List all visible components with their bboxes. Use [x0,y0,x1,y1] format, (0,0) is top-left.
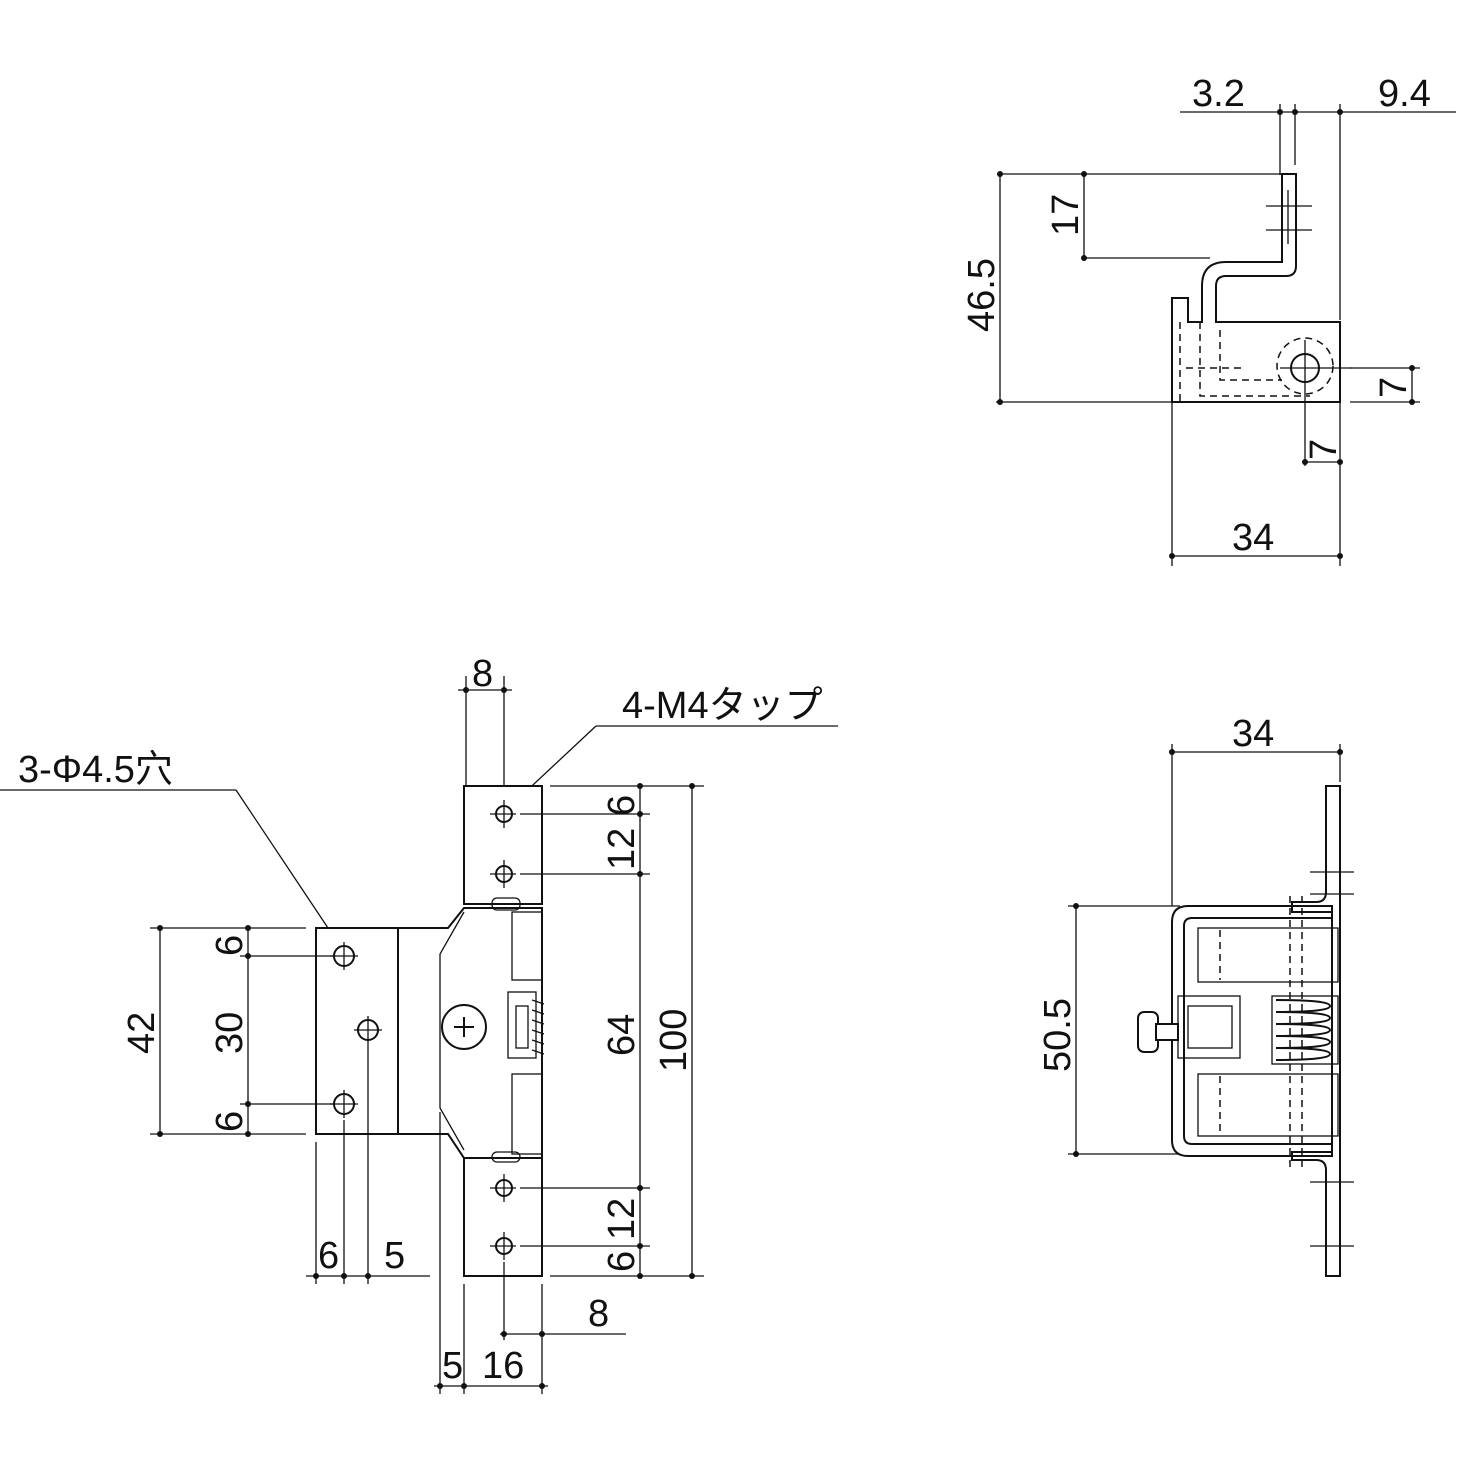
dim-34-top: 34 [1232,517,1274,559]
dim-17: 17 [1045,194,1087,236]
dim-46-5: 46.5 [961,258,1003,332]
dim-8-top: 8 [472,653,493,695]
callout-hole: 3-Φ4.5穴 [18,749,173,791]
dim-5-bottom-left: 5 [384,1235,405,1277]
dim-34-side: 34 [1232,713,1274,755]
dim-3-2: 3.2 [1192,73,1245,115]
dim-6-l-top: 6 [209,935,251,956]
dim-64: 64 [601,1014,643,1056]
dim-6-r-bottom: 6 [601,1251,643,1272]
callout-tap: 4-M4タップ [622,685,823,727]
dim-5-bottom: 5 [442,1345,463,1387]
front-view: 8 4-M4タップ 3-Φ4.5穴 [0,653,838,1394]
dim-42: 42 [121,1012,163,1054]
dim-100: 100 [653,1009,695,1072]
dim-7-right: 7 [1373,377,1415,398]
dim-6-r-top: 6 [601,795,643,816]
dim-7-lower: 7 [1303,439,1345,460]
dim-16: 16 [482,1345,524,1387]
dim-6-bottom: 6 [318,1235,339,1277]
side-view: 34 50.5 [1037,713,1354,1277]
dim-9-4: 9.4 [1378,73,1431,115]
dim-12-r-top: 12 [601,828,643,870]
dim-6-l-bottom: 6 [209,1111,251,1132]
dim-12-r-bottom: 12 [601,1198,643,1240]
dim-8-bottom: 8 [588,1293,609,1335]
top-view: 3.2 9.4 17 46.5 7 [961,73,1456,566]
dim-30: 30 [209,1012,251,1054]
dim-50-5: 50.5 [1037,998,1079,1072]
